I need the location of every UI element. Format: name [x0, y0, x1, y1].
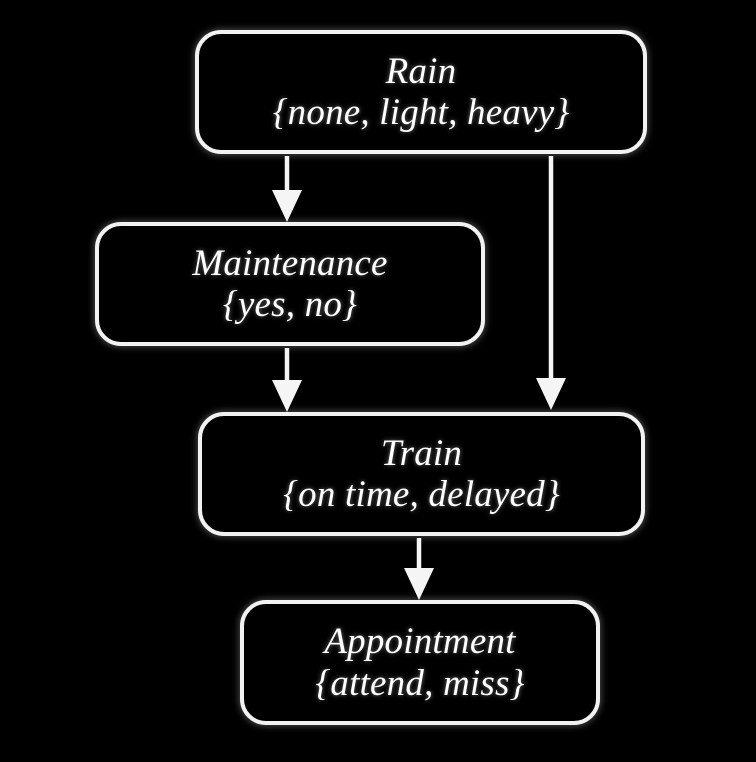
- node-train[interactable]: Train {on time, delayed}: [198, 412, 645, 536]
- node-maintenance[interactable]: Maintenance {yes, no}: [95, 222, 485, 346]
- node-rain-states: {none, light, heavy}: [272, 92, 570, 133]
- node-maintenance-label: Maintenance: [192, 242, 388, 284]
- node-appointment[interactable]: Appointment {attend, miss}: [240, 600, 600, 725]
- node-appointment-label: Appointment: [324, 621, 516, 663]
- node-appointment-states: {attend, miss}: [315, 662, 525, 704]
- node-rain[interactable]: Rain {none, light, heavy}: [195, 30, 647, 154]
- edge-rain-to-train: [536, 156, 566, 410]
- node-train-label: Train: [380, 432, 463, 474]
- node-maintenance-states: {yes, no}: [222, 284, 358, 325]
- edge-train-to-appointment: [404, 538, 434, 600]
- node-train-states: {on time, delayed}: [283, 474, 560, 515]
- edge-rain-to-maintenance: [272, 156, 302, 222]
- node-rain-label: Rain: [385, 50, 457, 92]
- edge-maintenance-to-train: [272, 348, 302, 412]
